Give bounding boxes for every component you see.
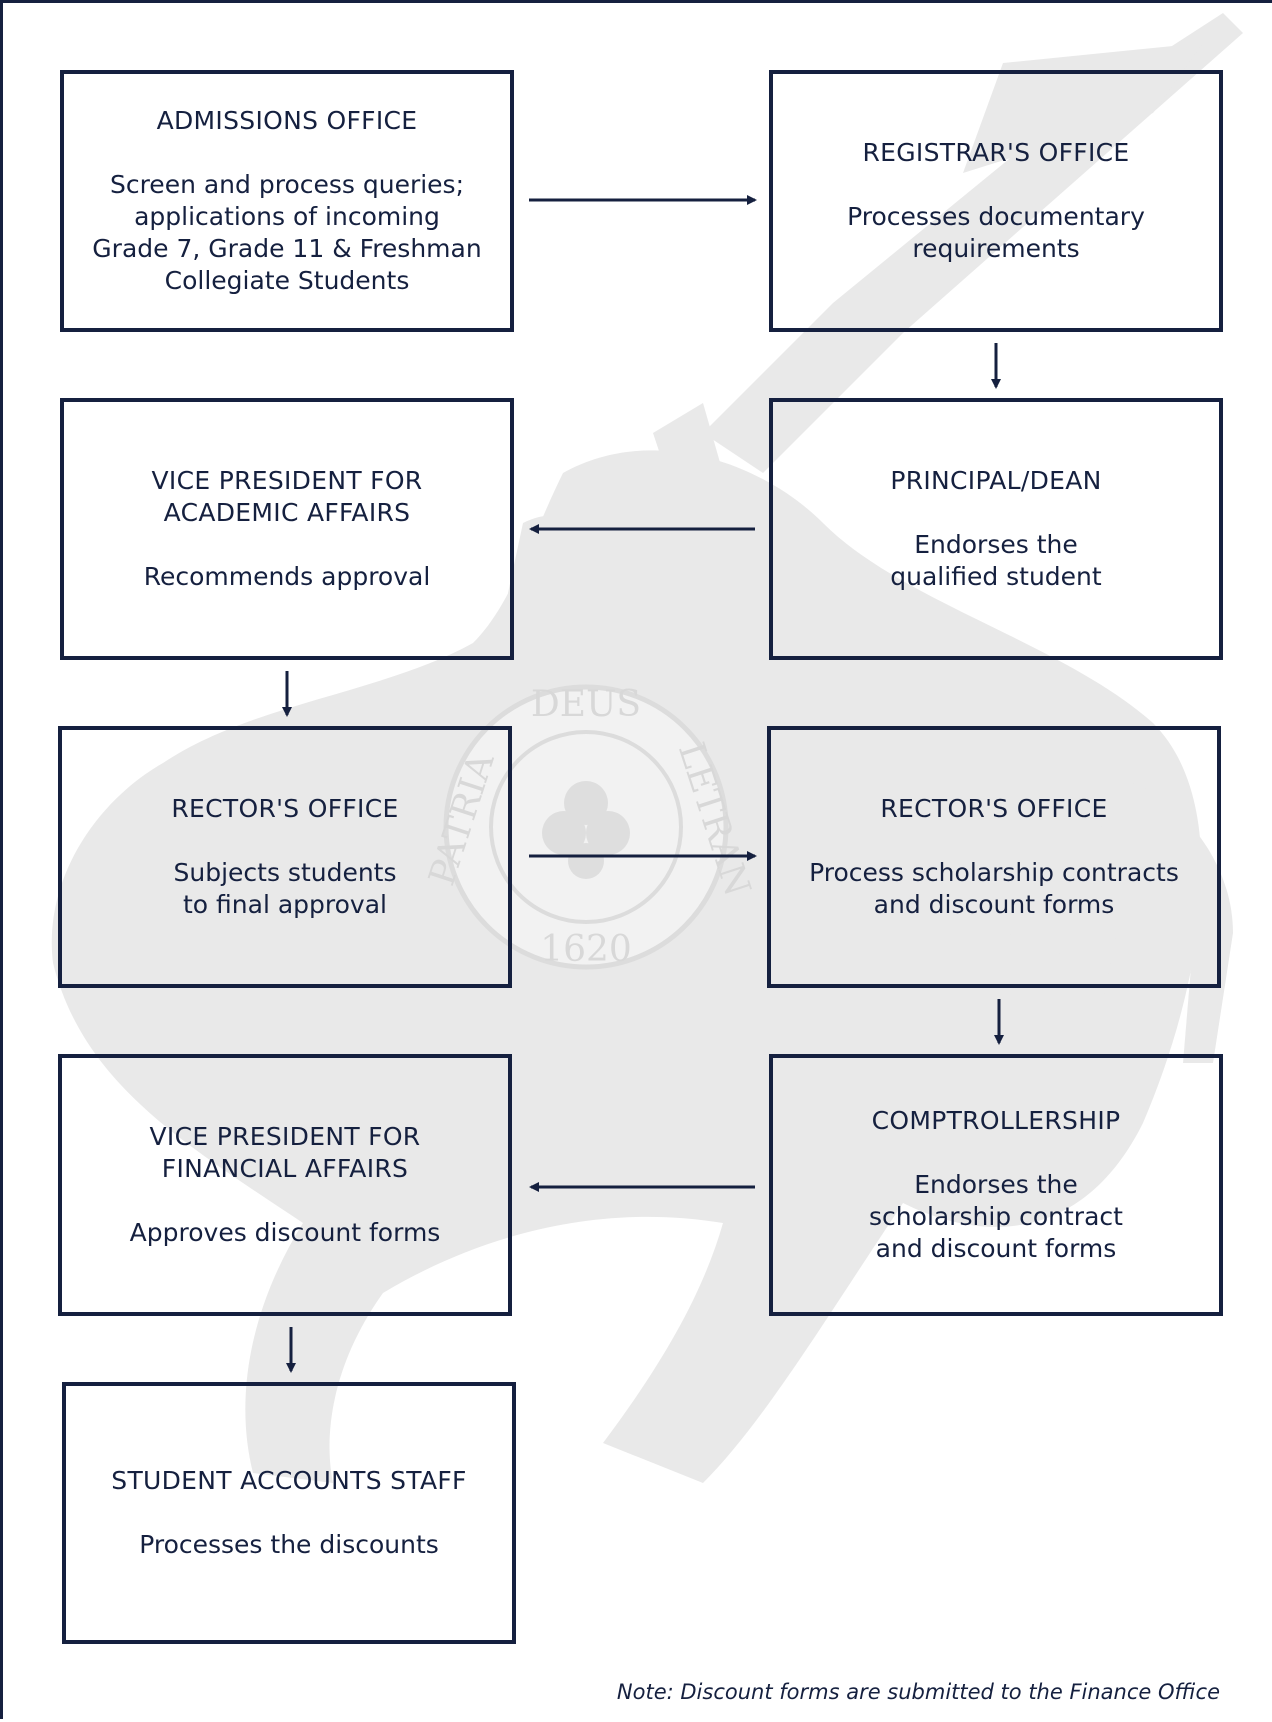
node-desc: Recommends approval — [143, 562, 431, 591]
node-student-accounts-staff: STUDENT ACCOUNTS STAFF Processes the dis… — [62, 1382, 516, 1644]
node-desc: Endorses the scholarship contract and di… — [869, 1170, 1123, 1263]
node-vp-financial-affairs: VICE PRESIDENT FOR FINANCIAL AFFAIRS App… — [58, 1054, 512, 1316]
seal-year-text: 1620 — [540, 929, 632, 970]
node-desc: Process scholarship contracts and discou… — [809, 858, 1179, 919]
node-desc: Endorses the qualified student — [890, 530, 1102, 591]
flow-arrows — [282, 195, 1004, 1373]
node-title: COMPTROLLERSHIP — [871, 1106, 1121, 1135]
node-comptrollership: COMPTROLLERSHIP Endorses the scholarship… — [769, 1054, 1223, 1316]
node-title: VICE PRESIDENT FOR FINANCIAL AFFAIRS — [149, 1122, 421, 1183]
node-title: VICE PRESIDENT FOR ACADEMIC AFFAIRS — [151, 466, 423, 527]
node-desc: Screen and process queries; applications… — [92, 170, 482, 295]
node-title: STUDENT ACCOUNTS STAFF — [111, 1466, 467, 1495]
node-rectors-office-approval: RECTOR'S OFFICE Subjects students to fin… — [58, 726, 512, 988]
node-title: RECTOR'S OFFICE — [880, 794, 1108, 823]
footnote: Note: Discount forms are submitted to th… — [616, 1680, 1220, 1704]
node-desc: Processes the discounts — [139, 1530, 439, 1559]
node-title: RECTOR'S OFFICE — [171, 794, 399, 823]
node-admissions-office: ADMISSIONS OFFICE Screen and process que… — [60, 70, 514, 332]
letran-knight-watermark: DEUS 1620 PATRIA LETRAN — [51, 13, 1243, 1483]
seal-top-text: DEUS — [531, 684, 641, 725]
node-vp-academic-affairs: VICE PRESIDENT FOR ACADEMIC AFFAIRS Reco… — [60, 398, 514, 660]
node-desc: Processes documentary requirements — [847, 202, 1145, 263]
node-title: REGISTRAR'S OFFICE — [862, 138, 1130, 167]
node-desc: Approves discount forms — [129, 1218, 441, 1247]
node-title: PRINCIPAL/DEAN — [890, 466, 1102, 495]
node-principal-dean: PRINCIPAL/DEAN Endorses the qualified st… — [769, 398, 1223, 660]
node-title: ADMISSIONS OFFICE — [156, 106, 418, 135]
node-registrars-office: REGISTRAR'S OFFICE Processes documentary… — [769, 70, 1223, 332]
node-rectors-office-contracts: RECTOR'S OFFICE Process scholarship cont… — [767, 726, 1221, 988]
node-desc: Subjects students to final approval — [173, 858, 397, 919]
